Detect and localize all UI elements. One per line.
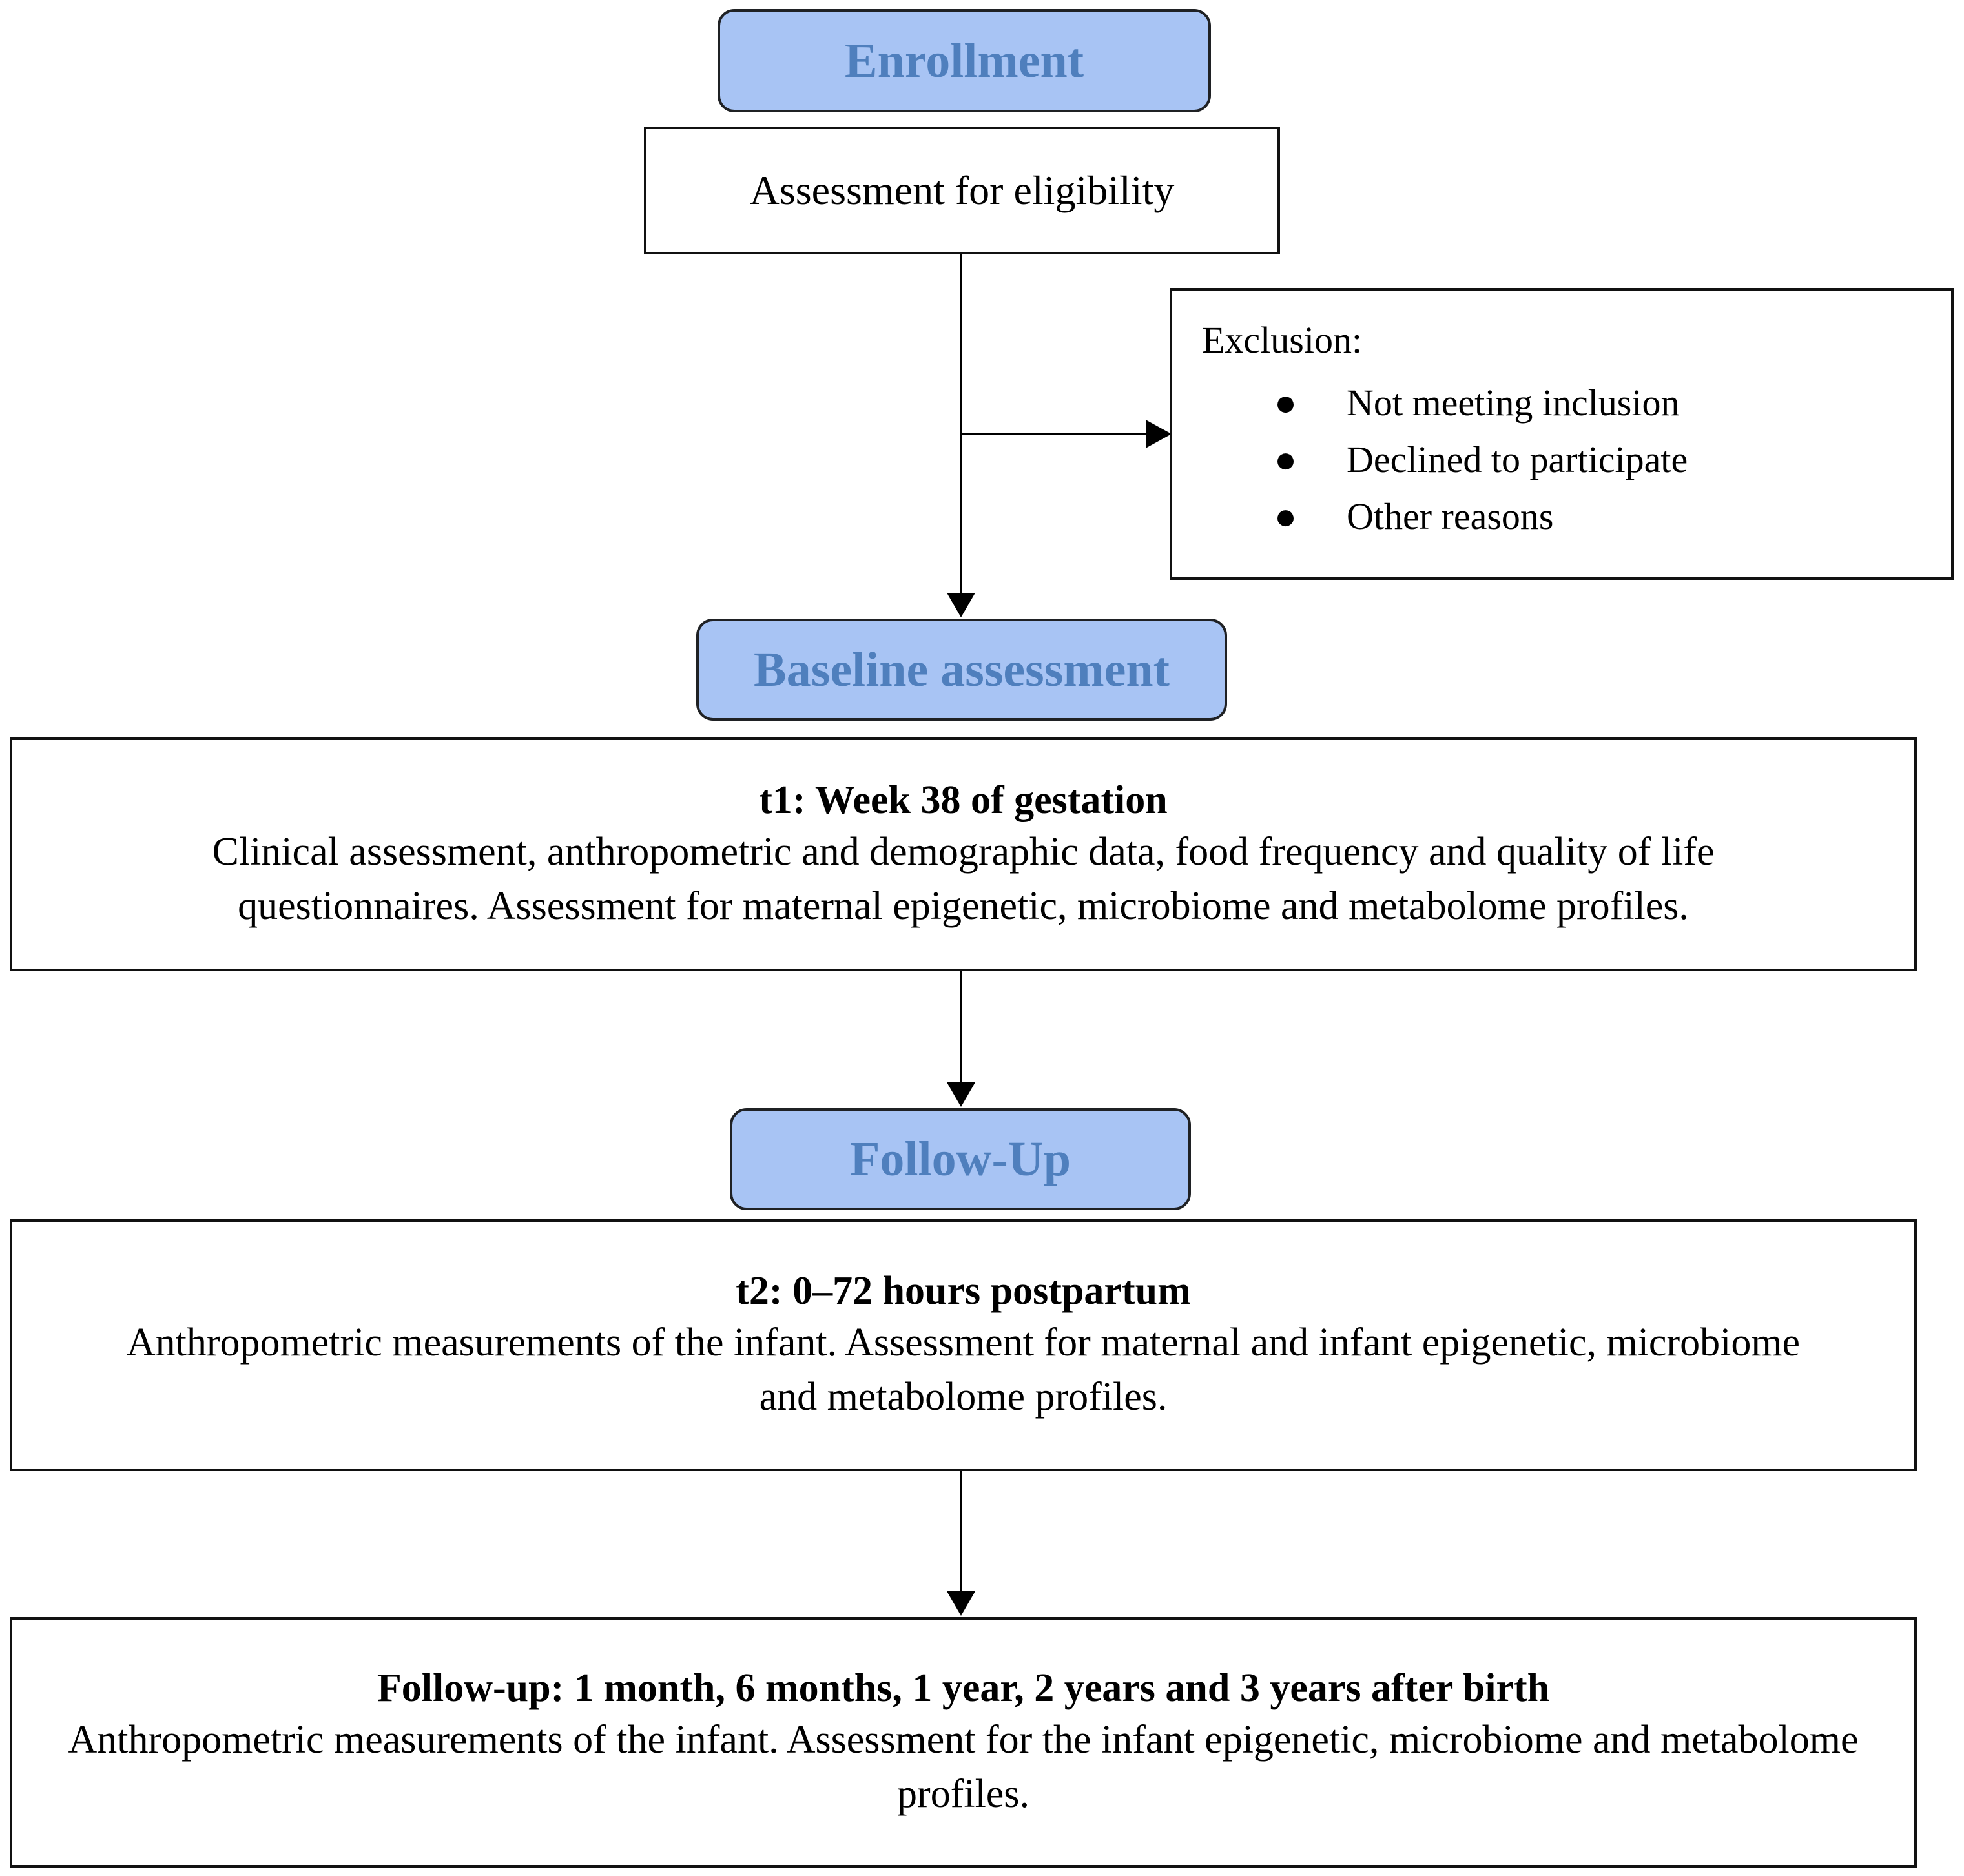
phase-followup: Follow-Up bbox=[730, 1108, 1191, 1210]
bullet-icon: ● bbox=[1274, 438, 1297, 480]
t1-heading: t1: Week 38 of gestation bbox=[759, 778, 1168, 822]
t2-heading: t2: 0–72 hours postpartum bbox=[736, 1268, 1191, 1313]
longterm-followup-box: Follow-up: 1 month, 6 months, 1 year, 2 … bbox=[10, 1617, 1917, 1868]
exclusion-list: ● Not meeting inclusion ● Declined to part… bbox=[1202, 375, 1688, 545]
bullet-icon: ● bbox=[1274, 382, 1297, 424]
longterm-body: Anthropometric measurements of the infan… bbox=[68, 1718, 1859, 1816]
exclusion-item-label: Other reasons bbox=[1347, 495, 1554, 537]
phase-baseline-label: Baseline assessment bbox=[754, 643, 1170, 697]
longterm-heading: Follow-up: 1 month, 6 months, 1 year, 2 … bbox=[377, 1665, 1550, 1710]
exclusion-box: Exclusion: ● Not meeting inclusion ● Decli… bbox=[1170, 288, 1954, 580]
t2-box: t2: 0–72 hours postpartum Anthropometric… bbox=[10, 1219, 1917, 1471]
arrowhead-longterm bbox=[947, 1591, 975, 1616]
arrowhead-baseline bbox=[947, 593, 975, 617]
t1-body: Clinical assessment, anthropometric and … bbox=[212, 830, 1715, 928]
phase-baseline: Baseline assessment bbox=[696, 619, 1227, 721]
exclusion-title: Exclusion: bbox=[1202, 319, 1363, 361]
exclusion-item: ● Other reasons bbox=[1202, 488, 1688, 545]
arrowhead-exclusion bbox=[1146, 420, 1172, 448]
eligibility-label: Assessment for eligibility bbox=[749, 167, 1175, 213]
exclusion-item-label: Not meeting inclusion bbox=[1347, 382, 1680, 424]
t2-body: Anthropometric measurements of the infan… bbox=[126, 1321, 1801, 1419]
phase-enrollment-label: Enrollment bbox=[844, 34, 1084, 88]
bullet-icon: ● bbox=[1274, 495, 1297, 537]
t1-box: t1: Week 38 of gestation Clinical assess… bbox=[10, 737, 1917, 971]
exclusion-item: ● Not meeting inclusion bbox=[1202, 375, 1688, 431]
phase-followup-label: Follow-Up bbox=[850, 1132, 1071, 1186]
arrowhead-followup bbox=[947, 1082, 975, 1107]
phase-enrollment: Enrollment bbox=[718, 9, 1211, 112]
exclusion-item-label: Declined to participate bbox=[1347, 438, 1688, 480]
eligibility-box: Assessment for eligibility bbox=[644, 127, 1280, 254]
exclusion-item: ● Declined to participate bbox=[1202, 431, 1688, 488]
